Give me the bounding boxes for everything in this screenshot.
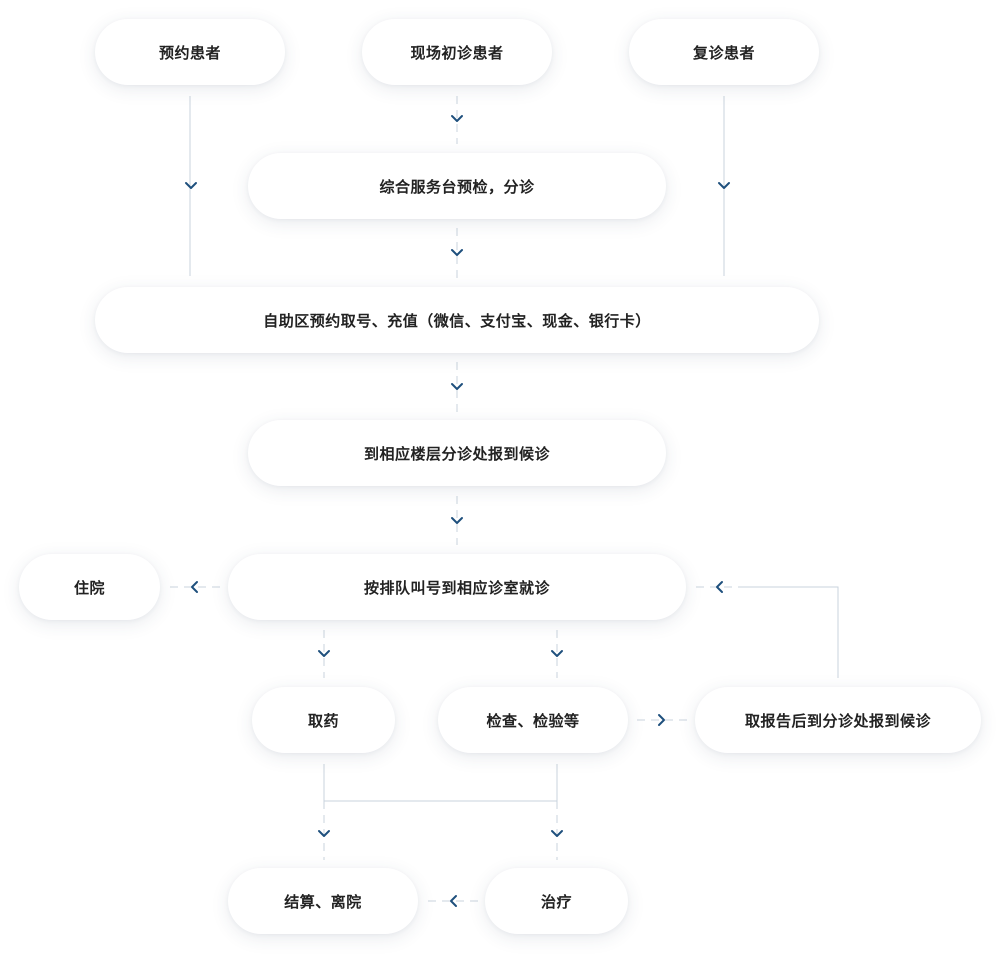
node-appointment-patient: 预约患者 bbox=[95, 19, 285, 85]
connector-merge-bracket bbox=[323, 764, 558, 802]
chevron-down-icon bbox=[451, 517, 463, 524]
node-hospitalize: 住院 bbox=[19, 554, 160, 620]
chevron-left-icon bbox=[450, 895, 457, 907]
chevron-down-icon bbox=[451, 383, 463, 390]
chevron-down-icon bbox=[185, 182, 197, 189]
node-treatment: 治疗 bbox=[485, 868, 628, 934]
chevron-down-icon bbox=[451, 249, 463, 256]
chevron-left-icon bbox=[716, 581, 723, 593]
chevron-down-icon bbox=[451, 115, 463, 122]
chevron-down-icon bbox=[551, 830, 563, 837]
node-floor-triage: 到相应楼层分诊处报到候诊 bbox=[248, 420, 666, 486]
node-triage-desk: 综合服务台预检，分诊 bbox=[248, 153, 666, 219]
chevron-down-icon bbox=[318, 650, 330, 657]
chevron-down-icon bbox=[318, 830, 330, 837]
node-consultation: 按排队叫号到相应诊室就诊 bbox=[228, 554, 686, 620]
node-report-return: 取报告后到分诊处报到候诊 bbox=[695, 687, 981, 753]
node-examination: 检查、检验等 bbox=[438, 687, 628, 753]
connector-report-loop bbox=[740, 586, 839, 678]
chevron-down-icon bbox=[718, 182, 730, 189]
chevron-left-icon bbox=[191, 581, 198, 593]
node-first-visit-patient: 现场初诊患者 bbox=[362, 19, 552, 85]
node-return-visit-patient: 复诊患者 bbox=[629, 19, 819, 85]
chevron-right-icon bbox=[658, 714, 665, 726]
node-get-medicine: 取药 bbox=[252, 687, 395, 753]
node-self-service-area: 自助区预约取号、充值（微信、支付宝、现金、银行卡） bbox=[95, 287, 819, 353]
node-checkout-discharge: 结算、离院 bbox=[228, 868, 418, 934]
chevron-down-icon bbox=[551, 650, 563, 657]
